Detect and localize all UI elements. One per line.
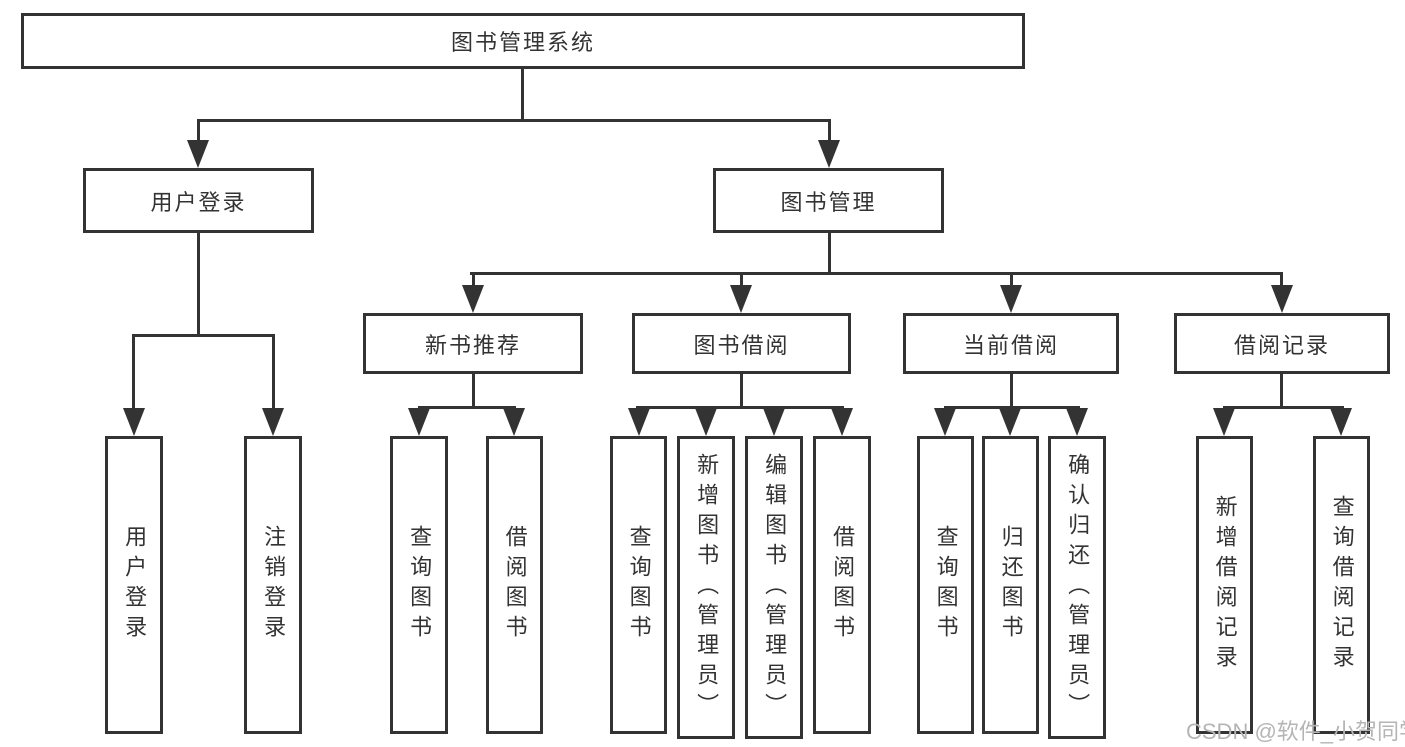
leaf-add-borrow-record: 新增借阅记录 <box>1196 436 1253 734</box>
arrow-down-icon <box>831 408 853 436</box>
leaf-label: 新增图书（管理员） <box>694 452 720 723</box>
leaf-return-books: 归还图书 <box>982 436 1039 734</box>
leaf-query-books: 查询图书 <box>917 436 974 734</box>
connector-line <box>1280 272 1283 292</box>
leaf-user-login: 用户登录 <box>105 436 163 734</box>
node-book-management: 图书管理 <box>713 168 944 233</box>
connector-line <box>1010 272 1013 292</box>
connector-line <box>944 406 1080 409</box>
arrow-down-icon <box>1000 285 1022 313</box>
connector-line <box>828 119 831 149</box>
connector-line <box>197 119 831 122</box>
arrow-down-icon <box>934 408 956 436</box>
arrow-down-icon <box>123 408 145 436</box>
connector-line <box>521 66 524 122</box>
leaf-borrow-books: 借阅图书 <box>486 436 543 734</box>
node-book-borrow: 图书借阅 <box>632 313 851 374</box>
connector-line <box>197 233 200 337</box>
node-label: 图书借阅 <box>693 332 790 358</box>
arrow-down-icon <box>1271 285 1293 313</box>
connector-line <box>418 406 516 409</box>
connector-line <box>636 406 844 409</box>
leaf-label: 查询图书 <box>626 525 652 645</box>
arrow-down-icon <box>818 140 840 168</box>
csdn-watermark: CSDN @软件_小贺同学 <box>1186 719 1405 744</box>
connector-line <box>470 272 1283 275</box>
leaf-label: 查询图书 <box>407 525 433 645</box>
arrow-down-icon <box>503 408 525 436</box>
leaf-edit-books-admin: 编辑图书（管理员） <box>745 436 803 739</box>
arrow-down-icon <box>695 408 717 436</box>
leaf-label: 注销登录 <box>261 525 287 645</box>
leaf-label: 查询图书 <box>933 525 959 645</box>
leaf-label: 新增借阅记录 <box>1212 495 1238 675</box>
node-label: 当前借阅 <box>962 332 1059 358</box>
leaf-query-books: 查询图书 <box>610 436 667 734</box>
leaf-borrow-books: 借阅图书 <box>813 436 871 734</box>
node-book-management-label: 图书管理 <box>780 189 877 215</box>
connector-line <box>197 119 200 149</box>
arrow-down-icon <box>1330 408 1352 436</box>
connector-line <box>1223 406 1344 409</box>
node-borrow-records: 借阅记录 <box>1174 313 1390 374</box>
leaf-confirm-return-admin: 确认归还（管理员） <box>1048 436 1106 739</box>
leaf-logout: 注销登录 <box>244 436 302 734</box>
node-current-borrow: 当前借阅 <box>903 313 1119 374</box>
arrow-down-icon <box>408 408 430 436</box>
connector-line <box>132 334 135 414</box>
leaf-label: 编辑图书（管理员） <box>762 452 788 723</box>
arrow-down-icon <box>1066 408 1088 436</box>
arrow-down-icon <box>999 408 1021 436</box>
leaf-add-books-admin: 新增图书（管理员） <box>677 436 735 739</box>
connector-line <box>740 272 743 292</box>
leaf-label: 借阅图书 <box>830 525 856 645</box>
connector-line <box>472 374 475 408</box>
arrow-down-icon <box>763 408 785 436</box>
arrow-down-icon <box>628 408 650 436</box>
arrow-down-icon <box>462 285 484 313</box>
arrow-down-icon <box>1213 408 1235 436</box>
leaf-query-books: 查询图书 <box>390 436 448 734</box>
connector-line <box>1280 374 1283 408</box>
arrow-down-icon <box>187 140 209 168</box>
connector-line <box>472 272 475 292</box>
leaf-query-borrow-record: 查询借阅记录 <box>1313 436 1370 734</box>
arrow-down-icon <box>262 408 284 436</box>
node-label: 新书推荐 <box>424 332 521 358</box>
node-root-label: 图书管理系统 <box>450 30 595 55</box>
node-user-login: 用户登录 <box>83 168 314 233</box>
node-new-book-recommend: 新书推荐 <box>363 313 583 374</box>
connector-line <box>132 334 275 337</box>
leaf-label: 归还图书 <box>998 525 1024 645</box>
leaf-label: 确认归还（管理员） <box>1065 452 1091 723</box>
leaf-label: 用户登录 <box>122 525 148 645</box>
connector-line <box>740 374 743 408</box>
node-root: 图书管理系统 <box>21 13 1025 69</box>
connector-line <box>1010 374 1013 408</box>
leaf-label: 查询借阅记录 <box>1329 495 1355 675</box>
connector-line <box>272 334 275 414</box>
arrow-down-icon <box>730 285 752 313</box>
connector-line <box>828 233 831 275</box>
node-label: 借阅记录 <box>1233 332 1330 358</box>
node-user-login-label: 用户登录 <box>150 189 247 215</box>
leaf-label: 借阅图书 <box>502 525 528 645</box>
